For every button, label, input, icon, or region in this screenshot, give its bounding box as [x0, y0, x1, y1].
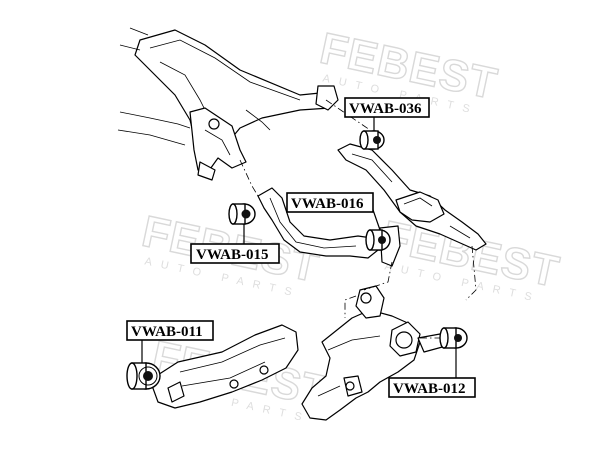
label-text-vwab-015: VWAB-015: [196, 247, 269, 263]
bushing-vwab-016: [365, 229, 391, 251]
watermark-middle-right: FEBEST AUTO PARTS: [377, 211, 564, 305]
label-text-vwab-016: VWAB-016: [291, 196, 364, 212]
label-vwab-016: VWAB-016: [286, 192, 374, 213]
label-text-vwab-012: VWAB-012: [393, 381, 466, 397]
label-vwab-036: VWAB-036: [344, 97, 430, 118]
bushing-vwab-011: [126, 362, 161, 390]
label-text-vwab-011: VWAB-011: [131, 324, 203, 340]
label-text-vwab-036: VWAB-036: [349, 101, 422, 117]
upper-control-arm-drawing: [337, 143, 487, 251]
bushing-vwab-036: [359, 130, 385, 150]
bushing-vwab-015: [228, 203, 256, 225]
subframe-drawing: [117, 27, 339, 181]
wheel-carrier-drawing: [301, 285, 447, 421]
label-vwab-015: VWAB-015: [190, 243, 280, 264]
trailing-arm-drawing: [149, 324, 299, 409]
label-vwab-011: VWAB-011: [126, 320, 214, 341]
bushing-vwab-012: [439, 327, 468, 349]
label-vwab-012: VWAB-012: [388, 377, 476, 398]
